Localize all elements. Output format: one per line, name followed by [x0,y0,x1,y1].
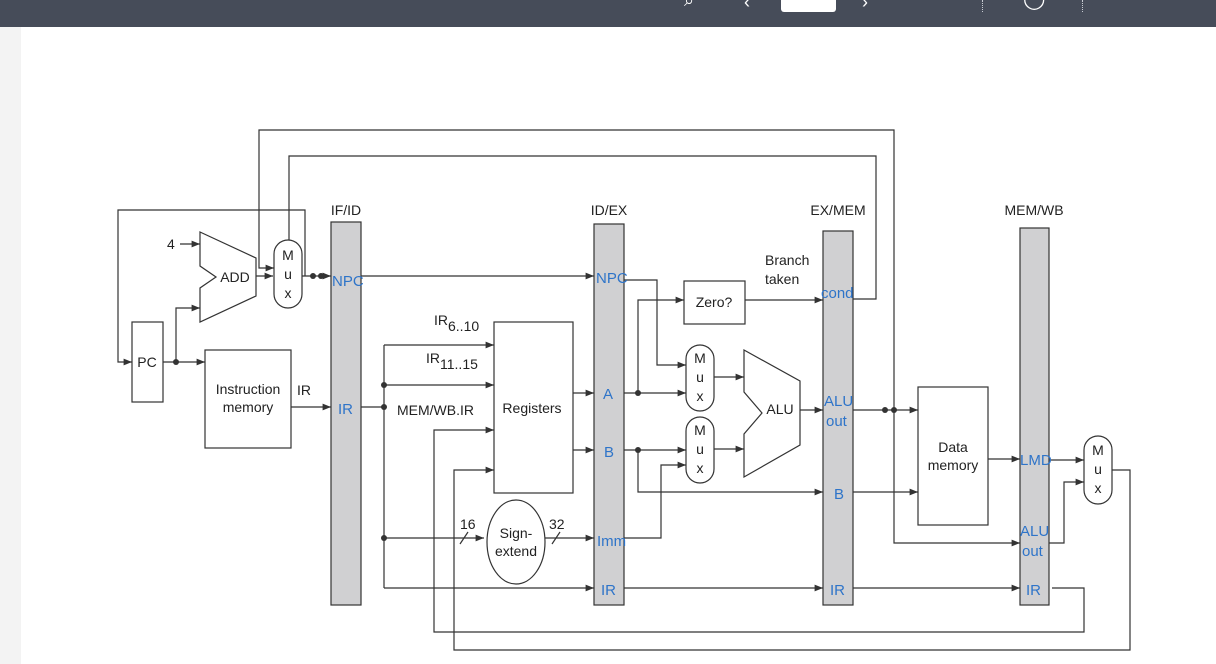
alu-mux-top-label-u: u [696,369,704,385]
toolbar-divider [982,0,983,12]
alu-mux-top [685,344,715,412]
id-ex-npc-field: NPC [596,270,628,287]
ex-mem-alu-out-field: out [826,413,848,430]
if-id-register [330,221,362,606]
help-icon[interactable]: ◯ [1023,0,1045,9]
writeback-mux-label-x: x [1095,480,1102,496]
writeback-mux-label-u: u [1094,461,1102,477]
sign-extend-label: extend [495,543,537,559]
registers-box [493,321,574,494]
pc-mux-label-m: M [282,247,294,263]
id-ex-register [593,223,625,606]
ex-mem-ir-field: IR [830,582,845,599]
if-id-ir-field: IR [338,401,353,418]
instruction-memory-label: Instruction [216,381,281,397]
ex-mem-register [822,230,854,606]
ir-11-15-label: IR11..15 [426,350,478,372]
toolbar-divider [1082,0,1083,12]
id-ex-label: ID/EX [591,202,628,218]
data-memory-label: Data [938,439,968,455]
zoom-icon[interactable]: ⌕ [684,0,695,10]
data-memory-box [917,386,989,526]
next-page-icon[interactable]: › [862,0,868,12]
alu-mux-top-label-m: M [694,350,706,366]
mem-wb-alu-out-field: ALU [1020,523,1049,540]
ir-6-10-label: IR6..10 [434,312,479,334]
annotations: 4 IR IR6..10 IR11..15 MEM/WB.IR 16 32 Br… [167,236,809,532]
if-id-npc-field: NPC [332,273,364,290]
instruction-memory-label: memory [223,399,274,415]
id-ex-ir-field: IR [601,582,616,599]
ex-mem-b-field: B [834,486,844,503]
toolbar: ⌕ ‹ › ◯ [0,0,1216,27]
pc-mux-label-x: x [285,285,292,301]
id-ex-imm-field: Imm [597,533,626,550]
id-ex-b-field: B [604,444,614,461]
mem-wb-lmd-field: LMD [1020,452,1052,469]
data-memory-label: memory [928,457,979,473]
id-ex-a-field: A [603,386,613,403]
alu-unit [743,348,801,479]
writeback-mux-label-m: M [1092,442,1104,458]
component-labels: PC ADD M u x Instruction memory Register… [137,247,1104,559]
components [131,231,1113,585]
junction-dots [173,273,897,541]
pc-label: PC [137,354,156,370]
mem-wb-label: MEM/WB [1004,202,1063,218]
zero-box [683,280,746,325]
ex-mem-alu-out-field: ALU [824,393,853,410]
prev-page-icon[interactable]: ‹ [744,0,750,12]
alu-mux-top-label-x: x [697,388,704,404]
stage-labels: IF/ID ID/EX EX/MEM MEM/WB [331,202,1064,218]
alu-label: ALU [766,401,793,417]
sign-extend-label: Sign- [500,525,533,541]
mem-wb-register [1019,227,1050,606]
alu-mux-bottom-label-u: u [696,441,704,457]
branch-taken-label: Branch [765,252,809,268]
add-unit [199,231,257,323]
ex-mem-cond-field: cond [821,285,854,302]
alu-mux-bottom-label-m: M [694,422,706,438]
pc-box [131,321,164,403]
width-16-label: 16 [460,516,476,532]
if-id-label: IF/ID [331,202,361,218]
const-four-label: 4 [167,236,175,252]
mem-wb-ir-label: MEM/WB.IR [397,402,474,418]
alu-mux-bottom [685,416,715,484]
pc-mux [273,239,303,309]
wires [117,129,1131,651]
bus-width-slashes [459,531,561,545]
zero-label: Zero? [696,294,733,310]
ir-wire-label: IR [297,382,311,398]
pipeline-registers [330,221,1050,606]
ex-mem-label: EX/MEM [810,202,865,218]
branch-taken-label: taken [765,271,799,287]
writeback-mux [1083,435,1113,505]
register-field-labels: NPC IR NPC A B Imm IR cond ALU out B IR … [332,270,1052,599]
width-32-label: 32 [549,516,565,532]
alu-mux-bottom-label-x: x [697,460,704,476]
registers-label: Registers [502,400,561,416]
page-number-field[interactable] [781,0,836,12]
instruction-memory-box [204,349,292,449]
mem-wb-alu-out-field: out [1022,543,1044,560]
add-label: ADD [220,269,250,285]
sign-extend-ellipse [486,499,546,585]
mem-wb-ir-field: IR [1026,582,1041,599]
pc-mux-label-u: u [284,266,292,282]
